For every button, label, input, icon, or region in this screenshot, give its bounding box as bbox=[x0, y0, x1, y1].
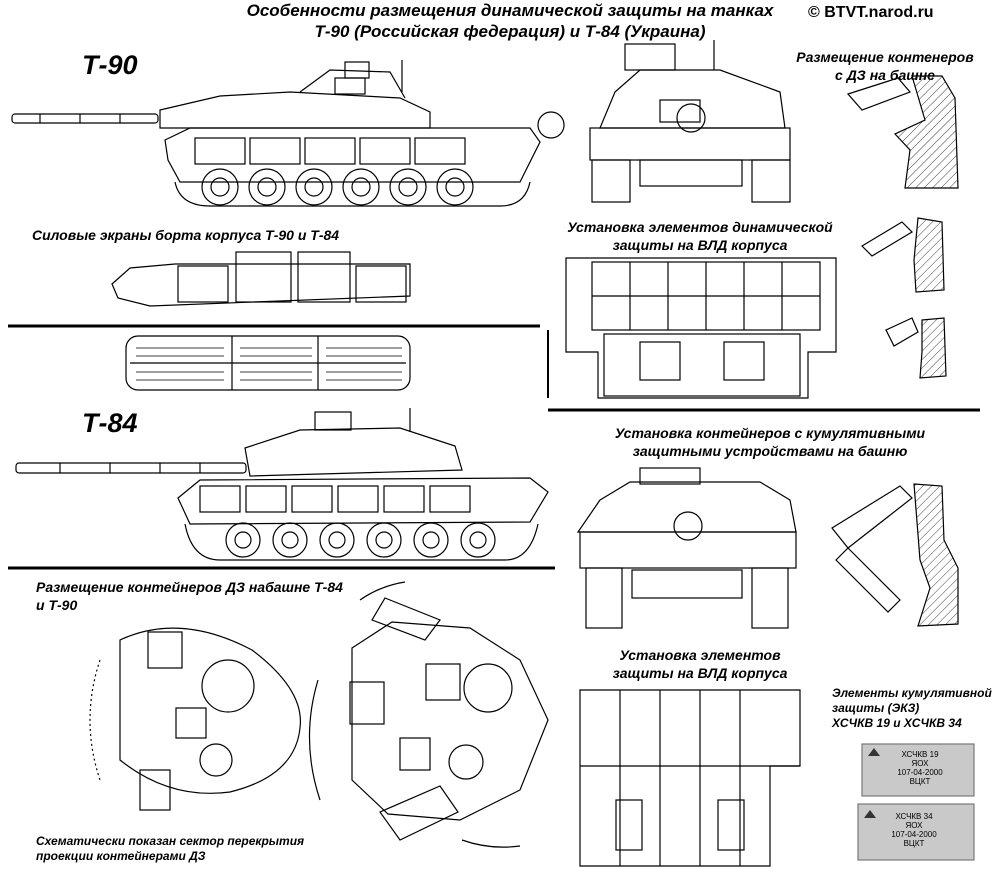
turret-plan-view-t90 bbox=[308, 581, 549, 848]
label-era-hull: Установка элементов динамической защиты … bbox=[567, 219, 833, 253]
side-screen-t90 bbox=[111, 251, 411, 307]
t90-side-view bbox=[11, 60, 565, 207]
t90-label: Т-90 bbox=[82, 50, 138, 80]
title-line-2: Т-90 (Российская федерация) и Т-84 (Укра… bbox=[314, 22, 706, 41]
protection-hull-plate bbox=[579, 689, 801, 867]
cumulative-container-detail bbox=[831, 483, 959, 627]
label-turret-containers: Размещение контенеров с ДЗ на башне bbox=[796, 49, 974, 83]
label-cumulative: Установка контейнеров с кумулятивными за… bbox=[614, 425, 926, 459]
t84-label: Т-84 bbox=[82, 408, 138, 438]
ekz-block-1-label: ХСЧКВ 19 ЯОХ 107-04-2000 ВЦКТ bbox=[897, 750, 943, 786]
title-line-1: Особенности размещения динамической защи… bbox=[246, 1, 774, 20]
turret-container-detail bbox=[846, 75, 959, 189]
ekz-block-2-label: ХСЧКВ 34 ЯОХ 107-04-2000 ВЦКТ bbox=[891, 812, 937, 848]
t84-front-view bbox=[576, 467, 797, 629]
page-title: Особенности размещения динамической защи… bbox=[150, 0, 870, 42]
label-ekz: Элементы кумулятивной защиты (ЭКЗ) ХСЧКВ… bbox=[832, 686, 992, 730]
ekz-blocks bbox=[857, 743, 975, 861]
side-screen-t84 bbox=[125, 335, 411, 391]
credit-text: © BTVT.narod.ru bbox=[808, 4, 934, 21]
label-t84-turret: Размещение контейнеров ДЗ набашне Т-84 и… bbox=[36, 579, 343, 613]
era-hull-plate bbox=[565, 257, 837, 399]
t90-front-view bbox=[589, 40, 791, 203]
t84-side-view bbox=[15, 408, 549, 561]
divider-lines bbox=[8, 324, 980, 570]
label-protection-hull: Установка элементов защиты на ВЛД корпус… bbox=[612, 647, 788, 681]
label-schematic: Схематически показан сектор перекрытия п… bbox=[36, 834, 305, 863]
turret-plan-view-t84 bbox=[89, 627, 302, 811]
era-element-details bbox=[861, 217, 947, 379]
label-side-screens: Силовые экраны борта корпуса Т-90 и Т-84 bbox=[32, 227, 340, 243]
